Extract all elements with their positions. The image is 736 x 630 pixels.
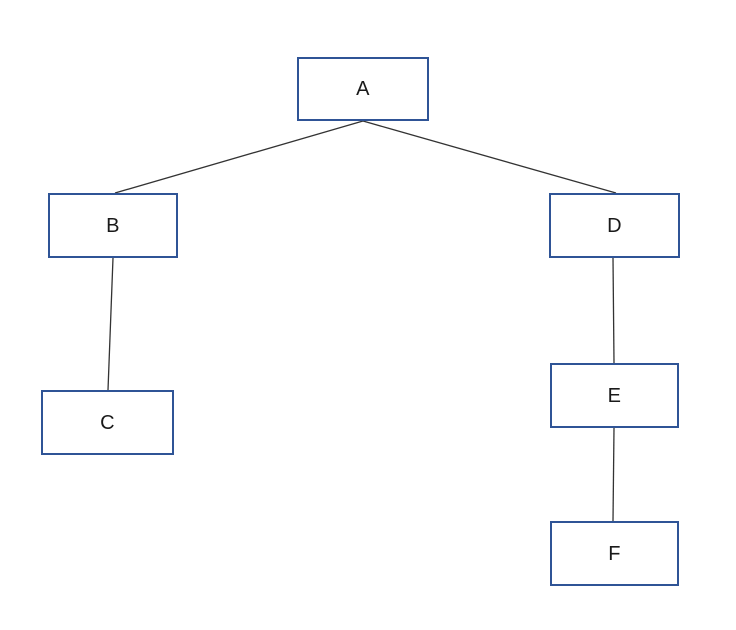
connector-d-e bbox=[612, 257, 615, 364]
node-e[interactable]: E bbox=[550, 363, 679, 428]
connector-a-b bbox=[114, 120, 364, 194]
connector-e-f bbox=[612, 427, 615, 522]
node-f[interactable]: F bbox=[550, 521, 679, 586]
connector-b-c bbox=[107, 257, 114, 391]
node-a[interactable]: A bbox=[297, 57, 429, 121]
node-b[interactable]: B bbox=[48, 193, 178, 258]
node-d-label: D bbox=[607, 214, 622, 237]
node-b-label: B bbox=[106, 214, 120, 237]
connector-a-d bbox=[362, 120, 617, 194]
node-a-label: A bbox=[356, 78, 370, 100]
node-c-label: C bbox=[100, 411, 115, 434]
node-e-label: E bbox=[607, 384, 622, 407]
node-c[interactable]: C bbox=[41, 390, 174, 455]
node-d[interactable]: D bbox=[549, 193, 680, 258]
node-f-label: F bbox=[608, 542, 621, 565]
